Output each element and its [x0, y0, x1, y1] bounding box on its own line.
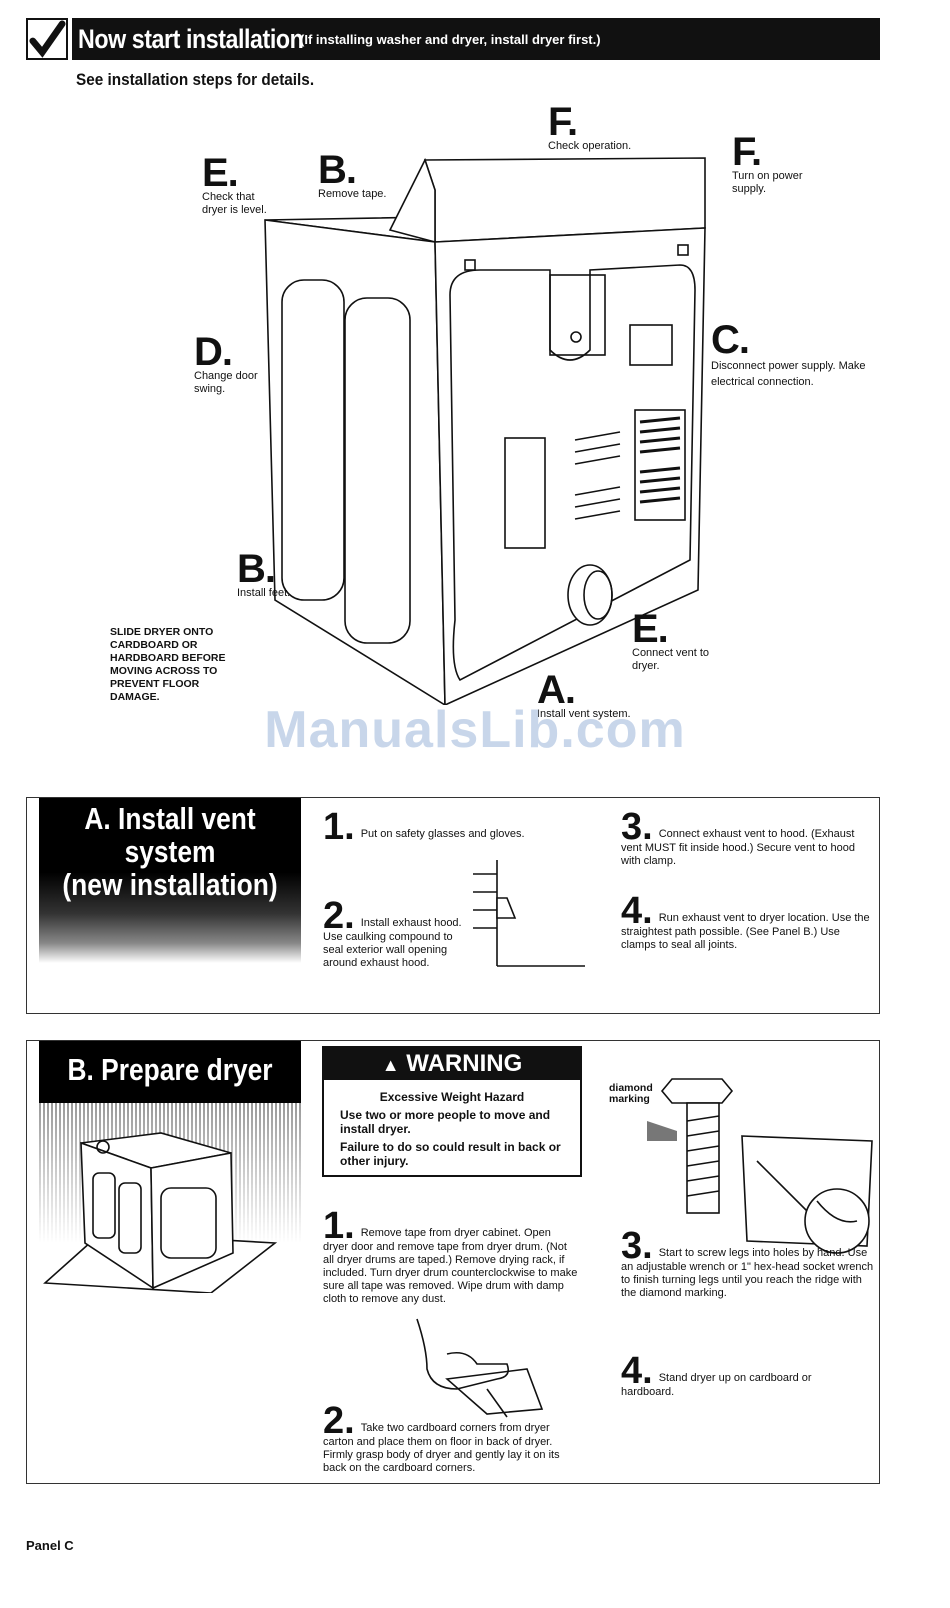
- hands-cardboard-illustration: [416, 1318, 544, 1418]
- callout-door-swing: D. Change door swing.: [194, 330, 258, 395]
- callout-check-operation: F. Check operation.: [548, 100, 632, 152]
- warning-line-1: Use two or more people to move and insta…: [340, 1108, 551, 1136]
- header-note: (If installing washer and dryer, install…: [300, 31, 601, 47]
- callout-electrical-connection: C. Disconnect power supply. Make electri…: [711, 318, 866, 388]
- callout-install-vent: A. Install vent system.: [537, 668, 631, 720]
- panel-a-step-3: 3.Connect exhaust vent to hood. (Exhaust…: [621, 806, 855, 867]
- panel-b-step-2: 2.Take two cardboard corners from dryer …: [323, 1400, 560, 1474]
- warning-hazard: Excessive Weight Hazard: [379, 1090, 525, 1104]
- warning-box: ▲ WARNING Excessive Weight Hazard Use tw…: [322, 1046, 582, 1177]
- panel-b-step-1: 1.Remove tape from dryer cabinet. Open d…: [323, 1205, 578, 1305]
- warning-heading: ▲ WARNING: [324, 1048, 580, 1080]
- panel-b-heading: B. Prepare dryer: [39, 1041, 301, 1103]
- dryer-on-cardboard-illustration: [43, 1132, 278, 1293]
- diamond-marking-label: diamond marking: [609, 1082, 653, 1105]
- callout-check-level: E. Check that dryer is level.: [202, 151, 267, 216]
- page-title: Now start installation: [78, 23, 304, 54]
- callout-turn-on-power: F. Turn on power supply.: [732, 130, 803, 195]
- panel-a-step-1: 1.Put on safety glasses and gloves.: [323, 806, 525, 848]
- panel-a-install-vent: A. Install vent system (new installation…: [26, 797, 880, 1014]
- watermark: ManualsLib.com: [264, 701, 686, 759]
- dryer-rear-diagram: [264, 157, 706, 705]
- exhaust-hood-diagram: [473, 860, 585, 967]
- leveling-leg-illustration: [647, 1078, 873, 1254]
- panel-b-step-3: 3.Start to screw legs into holes by hand…: [621, 1225, 874, 1299]
- header-bar: Now start installation (If installing wa…: [72, 18, 880, 60]
- callout-remove-tape: B. Remove tape.: [318, 148, 387, 200]
- panel-b-prepare-dryer: B. Prepare dryer 1.Remove tape from drye…: [26, 1040, 880, 1484]
- panel-a-step-4: 4.Run exhaust vent to dryer location. Us…: [621, 890, 870, 951]
- callout-connect-vent: E. Connect vent to dryer.: [632, 607, 710, 672]
- warning-line-2: Failure to do so could result in back or…: [340, 1140, 561, 1168]
- page-subtitle: See installation steps for details.: [76, 70, 315, 89]
- panel-footer: Panel C: [26, 1538, 74, 1553]
- panel-a-heading: A. Install vent system (new installation…: [39, 798, 301, 963]
- panel-b-step-4: 4.Stand dryer up on cardboard or hardboa…: [621, 1350, 812, 1398]
- panel-a-step-2: 2.Install exhaust hood. Use caulking com…: [323, 895, 462, 969]
- floor-damage-note: SLIDE DRYER ONTO CARDBOARD OR HARDBOARD …: [110, 626, 226, 703]
- warning-triangle-icon: ▲: [381, 1055, 400, 1075]
- checkmark-icon: [26, 18, 68, 60]
- callout-install-feet: B. Install feet.: [237, 547, 291, 599]
